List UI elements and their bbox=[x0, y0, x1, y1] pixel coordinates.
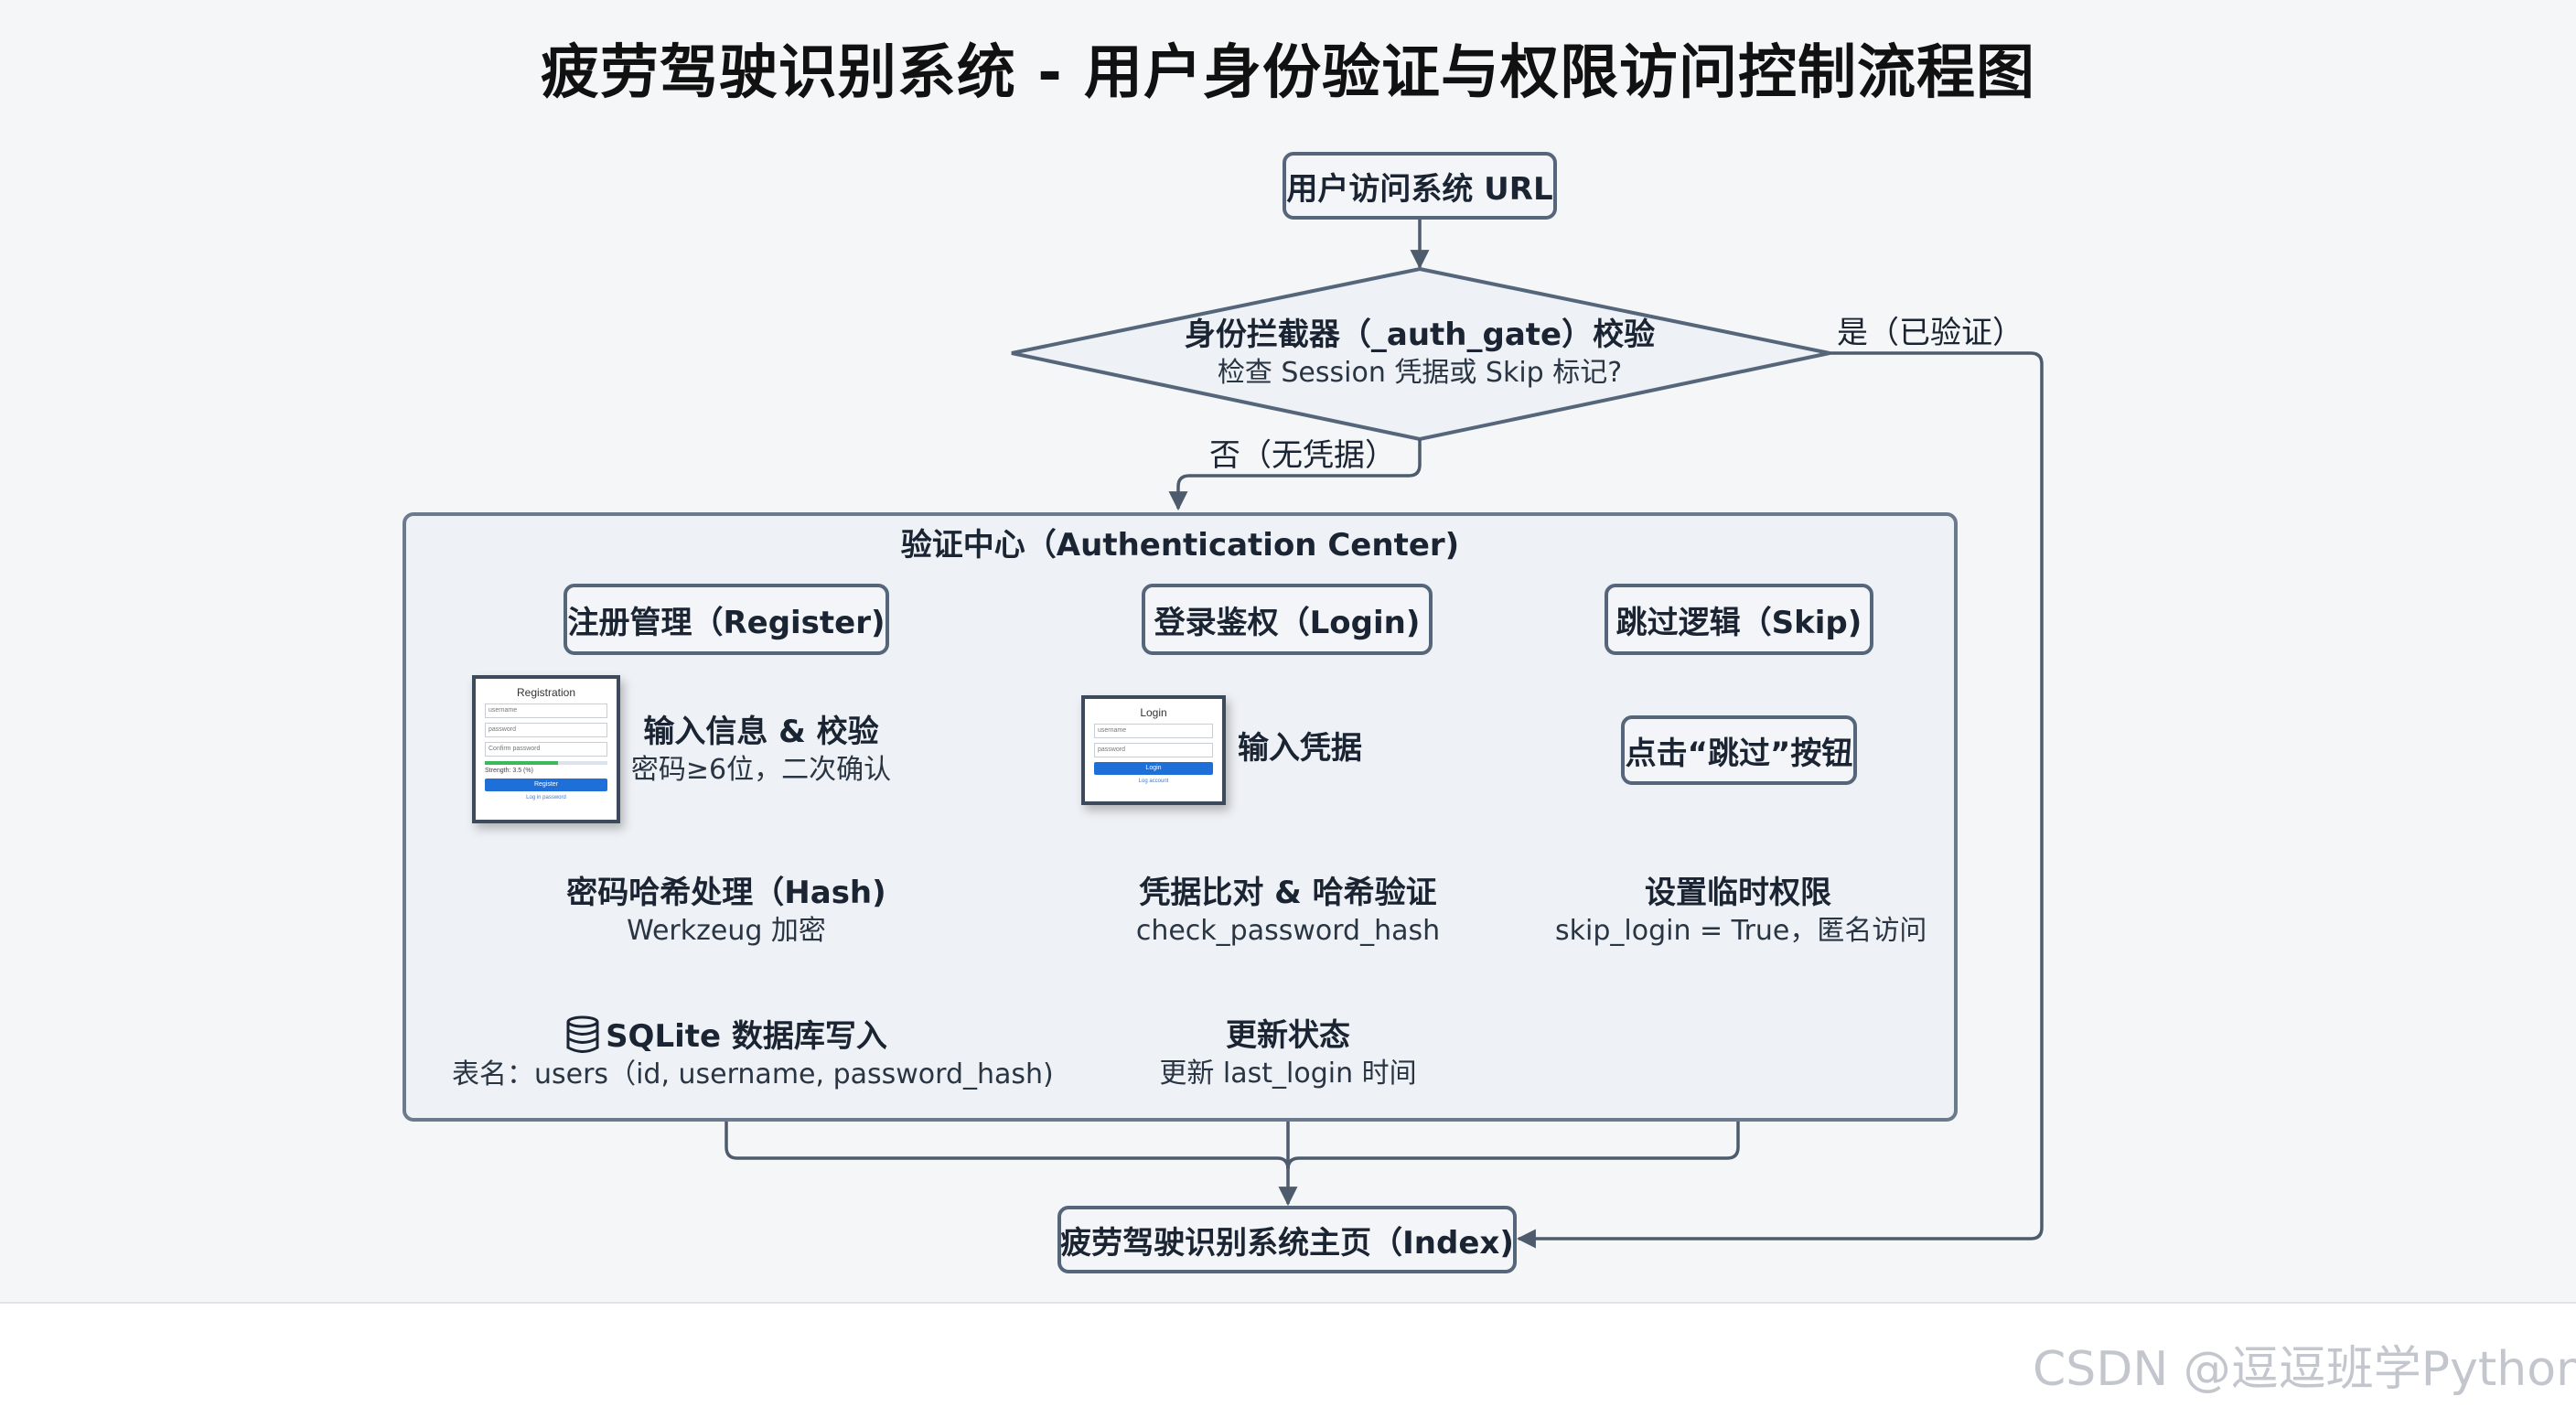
page-title: 疲劳驾驶识别系统 - 用户身份验证与权限访问控制流程图 bbox=[540, 39, 2036, 107]
auth-center-title: 验证中心（Authentication Center) bbox=[900, 527, 1460, 564]
mock-login-username: username bbox=[1094, 724, 1213, 738]
login-form-mock: Login username password Login Log accoun… bbox=[1081, 695, 1226, 805]
edge-yes-label: 是（已验证） bbox=[1837, 315, 2023, 351]
end-node-label: 疲劳驾驶识别系统主页（Index) bbox=[1060, 1224, 1514, 1262]
mock-strength-bar bbox=[485, 761, 607, 765]
start-node-label: 用户访问系统 URL bbox=[1286, 170, 1553, 208]
skip-step2-sub: skip_login = True，匿名访问 bbox=[1555, 915, 1927, 947]
mock-register-confirm: Confirm password bbox=[485, 742, 607, 757]
edge-no bbox=[1168, 439, 1422, 511]
decision-sub: 检查 Session 凭据或 Skip 标记? bbox=[1217, 357, 1623, 389]
login-step2-main: 凭据比对 & 哈希验证 bbox=[1139, 875, 1437, 911]
skip-button-node: 点击“跳过”按钮 bbox=[1621, 715, 1857, 785]
skip-step2: 设置临时权限 skip_login = True，匿名访问 bbox=[1555, 873, 1927, 950]
login-step1-main: 输入凭据 bbox=[1238, 730, 1362, 767]
register-step3-main-wrap: SQLite 数据库写入 bbox=[452, 1015, 1001, 1057]
mock-register-button: Register bbox=[485, 779, 607, 791]
edge-no-label: 否（无凭据） bbox=[1209, 437, 1396, 474]
register-step3-sub: 表名：users（id, username, password_hash) bbox=[452, 1058, 1054, 1090]
login-header-label: 登录鉴权（Login) bbox=[1154, 604, 1421, 641]
decision-main: 身份拦截器（_auth_gate）校验 bbox=[1184, 317, 1656, 353]
login-step2: 凭据比对 & 哈希验证 check_password_hash bbox=[1105, 873, 1471, 950]
end-node: 疲劳驾驶识别系统主页（Index) bbox=[1057, 1206, 1517, 1273]
login-step3-sub: 更新 last_login 时间 bbox=[1159, 1058, 1417, 1090]
mock-login-password: password bbox=[1094, 743, 1213, 757]
mock-login-link: Log account bbox=[1138, 779, 1169, 784]
registration-form-mock: Registration username password Confirm p… bbox=[472, 675, 620, 823]
mock-register-title: Registration bbox=[516, 686, 576, 699]
mock-login-title: Login bbox=[1140, 706, 1167, 719]
register-step2-sub: Werkzeug 加密 bbox=[627, 915, 826, 947]
login-header: 登录鉴权（Login) bbox=[1142, 584, 1433, 655]
mock-register-username: username bbox=[485, 704, 607, 718]
mock-strength-fill bbox=[485, 761, 559, 765]
login-step2-sub: check_password_hash bbox=[1135, 915, 1441, 947]
register-header-label: 注册管理（Register) bbox=[567, 604, 886, 641]
database-icon bbox=[566, 1015, 599, 1053]
register-step1-main: 输入信息 & 校验 bbox=[643, 714, 879, 750]
login-step3: 更新状态 更新 last_login 时间 bbox=[1105, 1015, 1471, 1092]
mock-register-password: password bbox=[485, 723, 607, 737]
footer-band bbox=[0, 1302, 2576, 1407]
skip-step1-label: 点击“跳过”按钮 bbox=[1625, 735, 1853, 772]
register-step2-main: 密码哈希处理（Hash) bbox=[566, 875, 886, 911]
register-step3: SQLite 数据库写入 表名：users（id, username, pass… bbox=[452, 1015, 1054, 1093]
mock-login-button: Login bbox=[1094, 762, 1213, 775]
edge-yes bbox=[1516, 351, 2044, 1249]
decision-label: 身份拦截器（_auth_gate）校验 检查 Session 凭据或 Skip … bbox=[1145, 315, 1694, 392]
start-node: 用户访问系统 URL bbox=[1283, 152, 1557, 220]
skip-header-label: 跳过逻辑（Skip) bbox=[1615, 604, 1862, 641]
register-step1: 输入信息 & 校验 密码≥6位，二次确认 bbox=[624, 712, 898, 789]
register-header: 注册管理（Register) bbox=[564, 584, 889, 655]
watermark: CSDN @逗逗班学Python bbox=[2033, 1342, 2576, 1397]
register-step1-sub: 密码≥6位，二次确认 bbox=[630, 754, 892, 786]
register-step2: 密码哈希处理（Hash) Werkzeug 加密 bbox=[543, 873, 909, 950]
skip-header: 跳过逻辑（Skip) bbox=[1605, 584, 1873, 655]
skip-step2-main: 设置临时权限 bbox=[1645, 875, 1831, 911]
mock-register-link: Log in password bbox=[526, 795, 566, 800]
register-step3-main: SQLite 数据库写入 bbox=[606, 1018, 887, 1055]
login-step3-main: 更新状态 bbox=[1226, 1017, 1350, 1054]
mock-strength-text: Strength: 3.5 (%) bbox=[485, 768, 533, 774]
login-step1: 输入凭据 bbox=[1231, 728, 1368, 768]
